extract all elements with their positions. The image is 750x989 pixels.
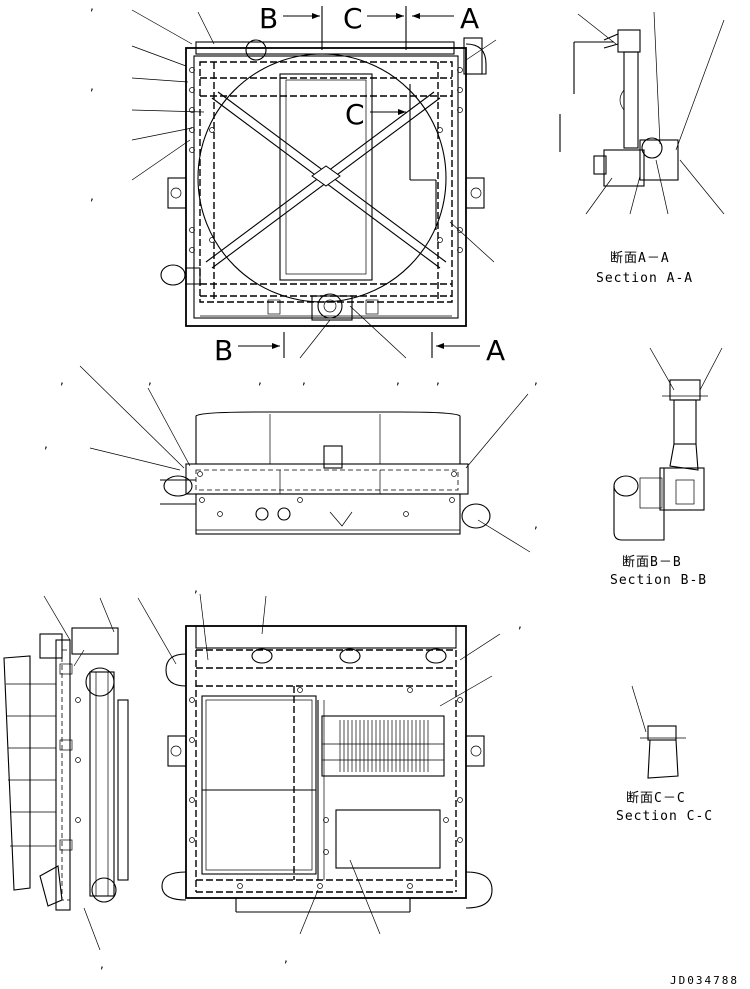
section-mark-c-top: C (343, 2, 363, 35)
leader-line-cc (631, 685, 647, 733)
svg-text:,: , (396, 373, 400, 387)
section-mark-c-mid: C (345, 98, 365, 131)
caption-section-cc-jp: 断面C－C (626, 791, 686, 806)
front-view (160, 37, 487, 327)
svg-text:,: , (284, 951, 288, 965)
svg-text:,: , (258, 373, 262, 387)
svg-text:,: , (90, 189, 94, 203)
side-view (3, 627, 129, 911)
section-a-a-view (559, 29, 679, 187)
section-b-b-view (613, 379, 708, 541)
svg-text:,: , (436, 373, 440, 387)
section-mark-a-bottom: A (486, 334, 505, 367)
svg-text:,: , (534, 373, 538, 387)
svg-text:,: , (148, 373, 152, 387)
leader-lines-aa (577, 11, 725, 215)
svg-text:,: , (194, 581, 198, 595)
section-mark-b-bottom: B (214, 334, 233, 367)
callout-marks-plan: , , , , , , , , , (44, 373, 538, 531)
leader-lines-plan (79, 365, 531, 553)
caption-section-bb-en: Section B-B (610, 573, 707, 588)
callout-marks-rear: , , , (194, 581, 522, 965)
rear-view (161, 625, 493, 913)
plan-view (160, 411, 491, 535)
svg-text:,: , (534, 517, 538, 531)
caption-section-aa-jp: 断面A－A (610, 251, 670, 266)
caption-section-cc-en: Section C-C (616, 809, 713, 824)
svg-text:,: , (90, 0, 94, 13)
leader-lines-side (43, 595, 115, 951)
svg-text:,: , (60, 373, 64, 387)
svg-text:,: , (518, 617, 522, 631)
leader-lines-rear (137, 593, 501, 935)
svg-text:,: , (90, 79, 94, 93)
leader-lines-top (131, 9, 497, 359)
caption-section-bb-jp: 断面B－B (622, 555, 682, 570)
section-c-c-view (640, 725, 686, 779)
section-mark-a-top: A (460, 2, 479, 35)
svg-text:,: , (302, 373, 306, 387)
callout-side-bottom: , (100, 957, 104, 971)
document-id: JD034788 (670, 974, 739, 987)
leader-lines-bb (649, 347, 723, 391)
section-mark-b-top: B (259, 2, 278, 35)
callout-marks-top: , , , (90, 0, 94, 203)
section-markers-top: B C A C B A (214, 2, 505, 367)
svg-text:,: , (44, 437, 48, 451)
caption-section-aa-en: Section A-A (596, 271, 693, 286)
